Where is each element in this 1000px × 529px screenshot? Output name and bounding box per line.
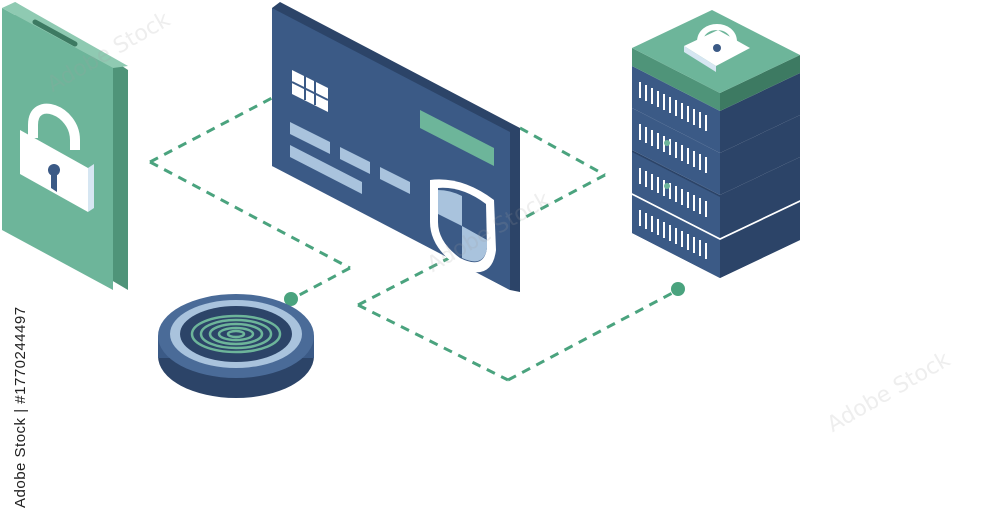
server-unit bbox=[632, 150, 800, 238]
server-unit bbox=[632, 66, 800, 153]
shield-icon bbox=[430, 179, 496, 273]
phone-with-padlock-icon bbox=[2, 2, 128, 290]
server-rack-icon bbox=[632, 10, 800, 278]
server-unit bbox=[632, 108, 800, 195]
stock-id-text: Adobe Stock | #1770244497 bbox=[12, 306, 29, 508]
server-unit bbox=[632, 195, 800, 278]
padlock-icon bbox=[20, 103, 94, 212]
credit-card-icon bbox=[272, 2, 520, 292]
padlock-icon bbox=[684, 24, 750, 72]
connector-dot-server bbox=[671, 282, 685, 296]
fingerprint-scanner-icon bbox=[158, 294, 314, 398]
connector-dot-fingerprint bbox=[284, 292, 298, 306]
connector-lines bbox=[149, 96, 679, 382]
